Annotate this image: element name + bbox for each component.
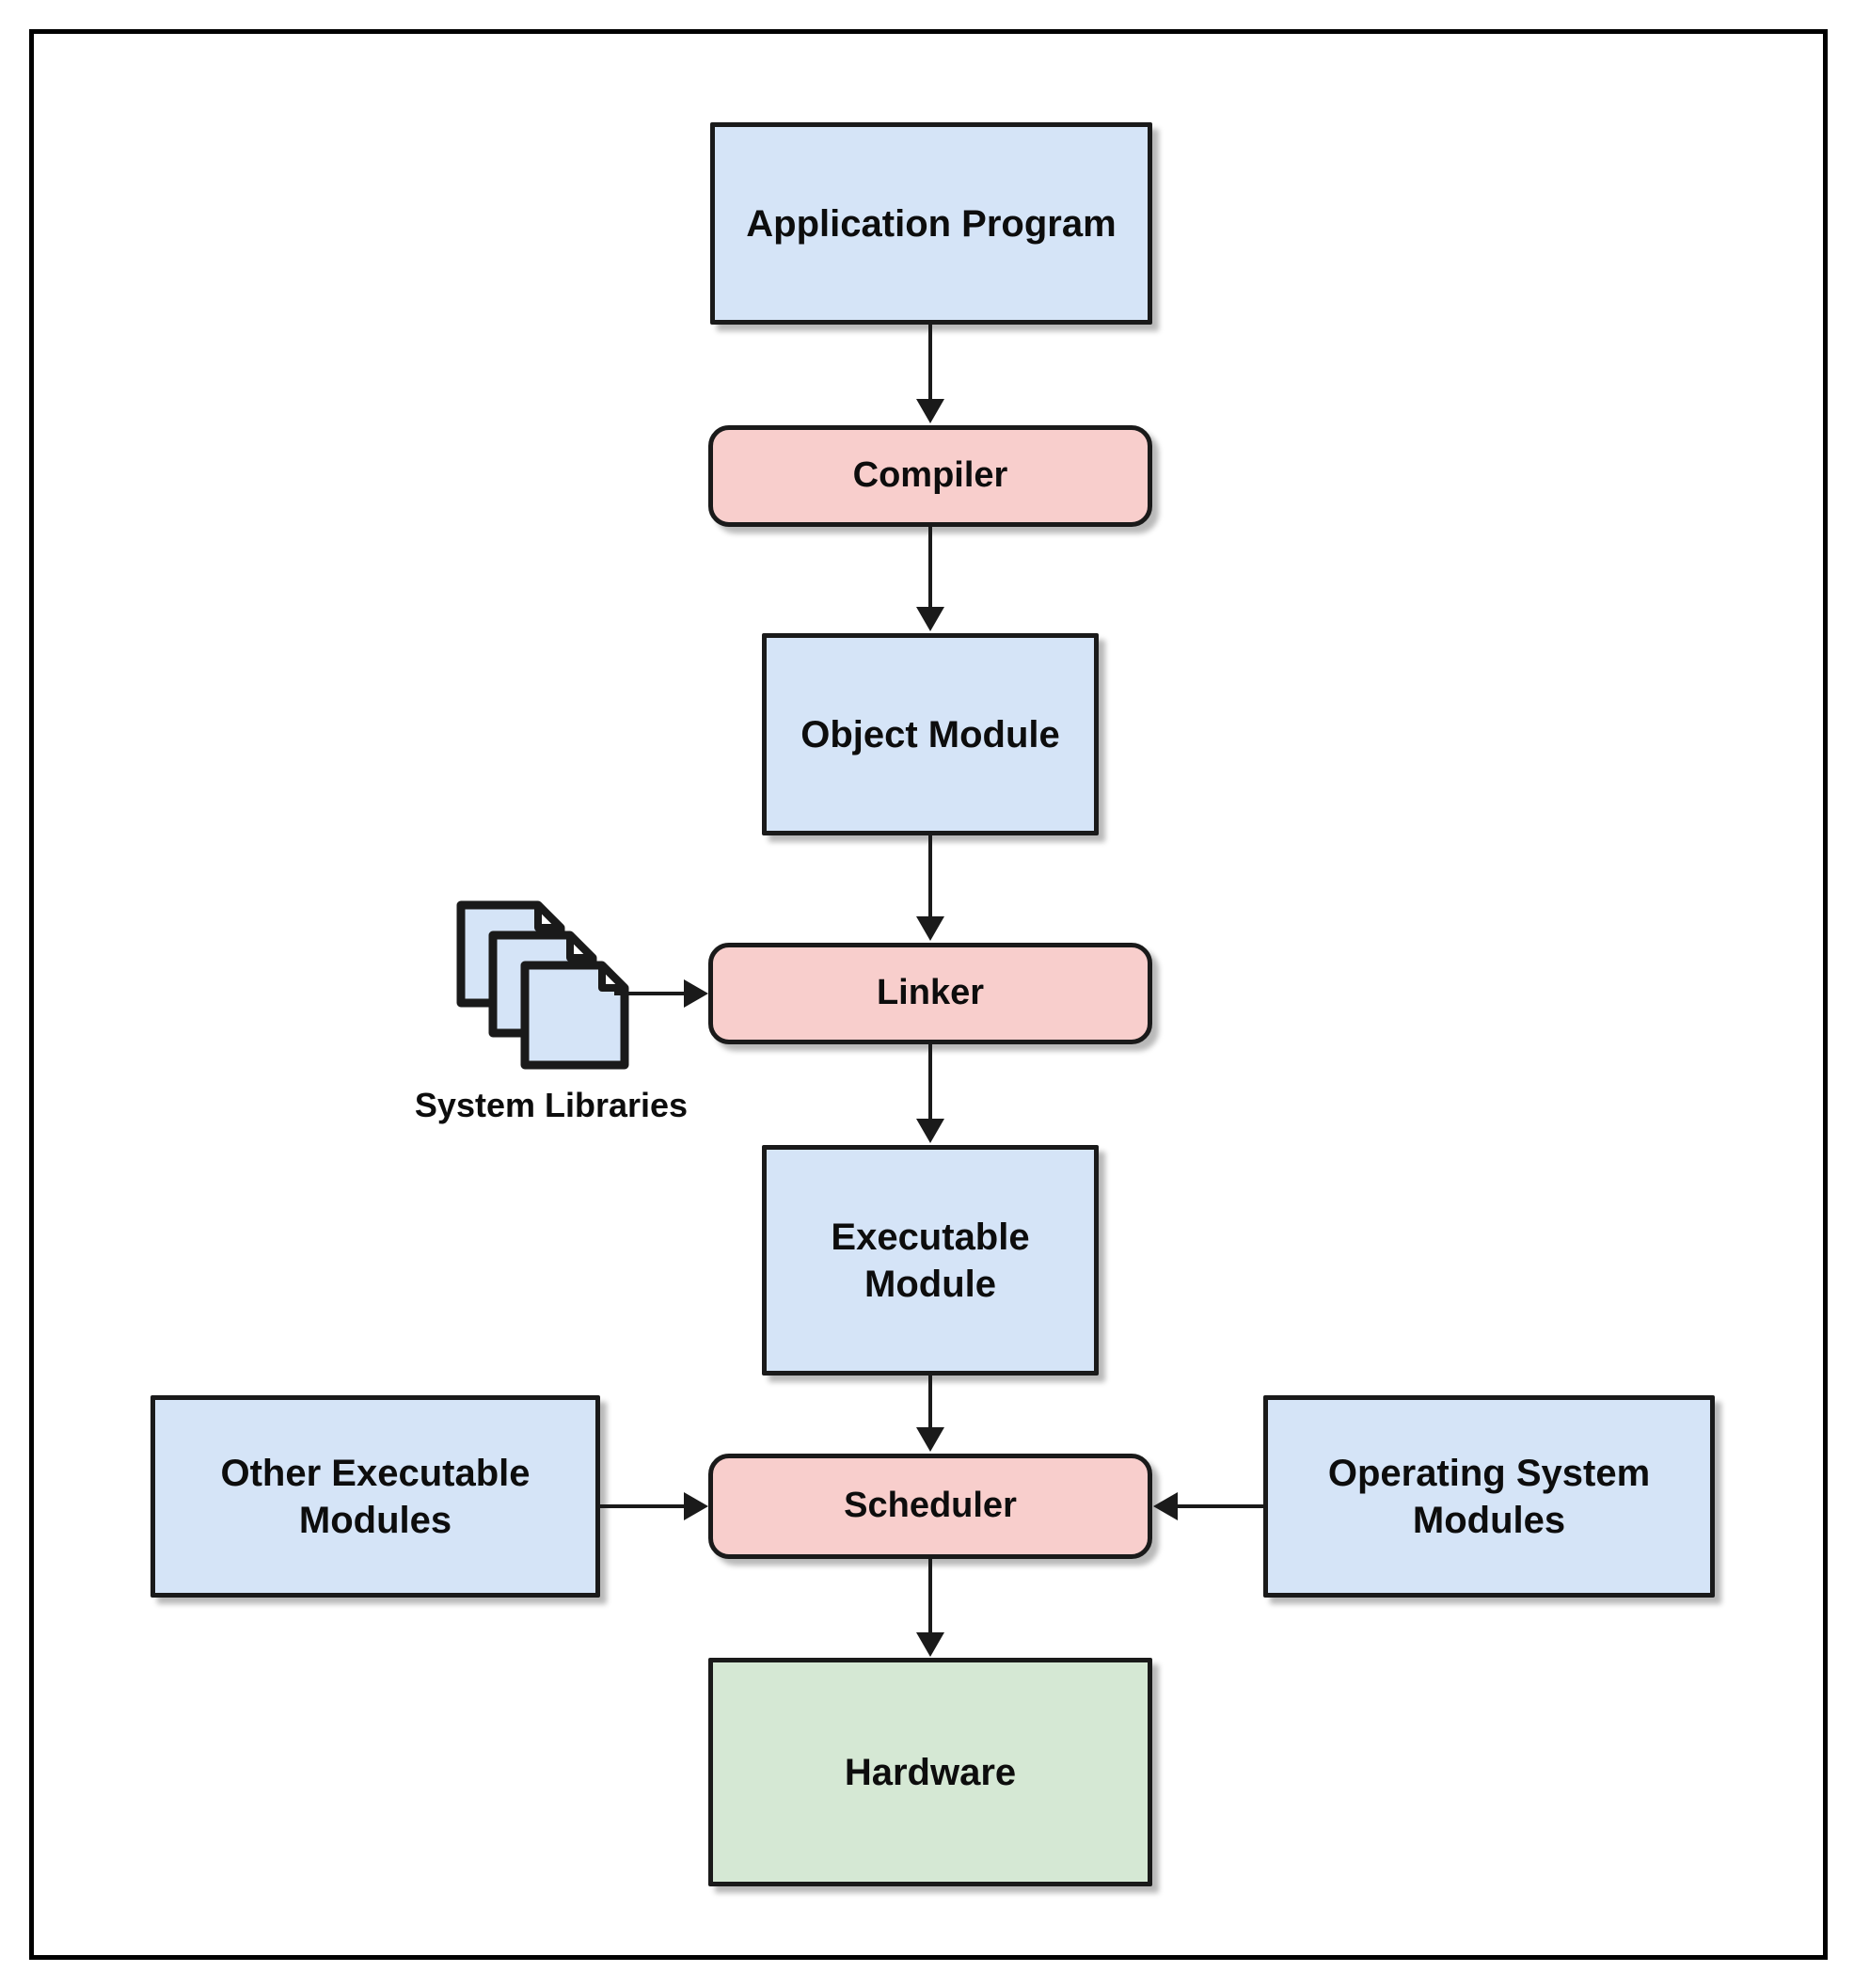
edge-application-program-to-compiler-line bbox=[928, 325, 932, 402]
node-linker-label: Linker bbox=[876, 973, 985, 1013]
node-other-executable-modules-line-2: Modules bbox=[298, 1499, 452, 1541]
edge-linker-to-executable-module-arrow bbox=[916, 1119, 944, 1143]
documents-stack-icon bbox=[455, 899, 643, 1074]
node-object-module[interactable]: Object Module bbox=[762, 633, 1099, 835]
edge-scheduler-to-hardware-line bbox=[928, 1559, 932, 1608]
edge-compiler-to-object-module-line bbox=[928, 527, 932, 610]
node-application-program[interactable]: Application Program bbox=[710, 122, 1152, 325]
node-scheduler[interactable]: Scheduler bbox=[708, 1454, 1152, 1559]
node-operating-system-modules-label: Operating System Modules bbox=[1319, 1450, 1659, 1544]
node-compiler[interactable]: Compiler bbox=[708, 425, 1152, 527]
edge-object-module-to-linker-line bbox=[928, 835, 932, 918]
node-executable-module-line-1: Executable bbox=[831, 1216, 1030, 1258]
node-application-program-label: Application Program bbox=[746, 202, 1117, 245]
edge-operating-system-modules-to-scheduler-arrow bbox=[1153, 1492, 1178, 1520]
edge-other-executable-modules-to-scheduler-line bbox=[600, 1504, 688, 1508]
node-operating-system-modules[interactable]: Operating System Modules bbox=[1263, 1395, 1715, 1598]
system-libraries-label: System Libraries bbox=[414, 1086, 689, 1124]
node-other-executable-modules-label: Other Executable Modules bbox=[211, 1450, 539, 1544]
edge-object-module-to-linker-arrow bbox=[916, 916, 944, 941]
edge-system-libraries-to-linker-line bbox=[614, 992, 688, 995]
node-compiler-label: Compiler bbox=[852, 455, 1008, 496]
diagram-frame-border: Application Program Compiler Object Modu… bbox=[29, 29, 1828, 1960]
edge-linker-to-executable-module-line bbox=[928, 1044, 932, 1121]
edge-other-executable-modules-to-scheduler-arrow bbox=[684, 1492, 708, 1520]
node-other-executable-modules[interactable]: Other Executable Modules bbox=[151, 1395, 600, 1598]
edge-scheduler-to-hardware-line-2 bbox=[928, 1603, 932, 1635]
node-executable-module-label: Executable Module bbox=[821, 1214, 1038, 1308]
node-linker[interactable]: Linker bbox=[708, 943, 1152, 1044]
node-executable-module[interactable]: Executable Module bbox=[762, 1145, 1099, 1376]
node-other-executable-modules-line-1: Other Executable bbox=[220, 1452, 531, 1494]
node-operating-system-modules-line-1: Operating System bbox=[1327, 1452, 1651, 1494]
node-hardware[interactable]: Hardware bbox=[708, 1658, 1152, 1886]
node-object-module-label: Object Module bbox=[800, 713, 1060, 755]
node-executable-module-line-2: Module bbox=[864, 1263, 996, 1305]
edge-scheduler-to-hardware-arrow bbox=[916, 1632, 944, 1657]
edge-operating-system-modules-to-scheduler-line bbox=[1178, 1504, 1263, 1508]
edge-application-program-to-compiler-arrow bbox=[916, 399, 944, 423]
edge-compiler-to-object-module-arrow bbox=[916, 607, 944, 631]
edge-executable-module-to-scheduler-arrow bbox=[916, 1427, 944, 1452]
node-operating-system-modules-line-2: Modules bbox=[1412, 1499, 1566, 1541]
node-scheduler-label: Scheduler bbox=[844, 1486, 1017, 1526]
node-hardware-label: Hardware bbox=[844, 1751, 1017, 1793]
edge-executable-module-to-scheduler-line bbox=[928, 1376, 932, 1430]
edge-system-libraries-to-linker-arrow bbox=[684, 979, 708, 1008]
